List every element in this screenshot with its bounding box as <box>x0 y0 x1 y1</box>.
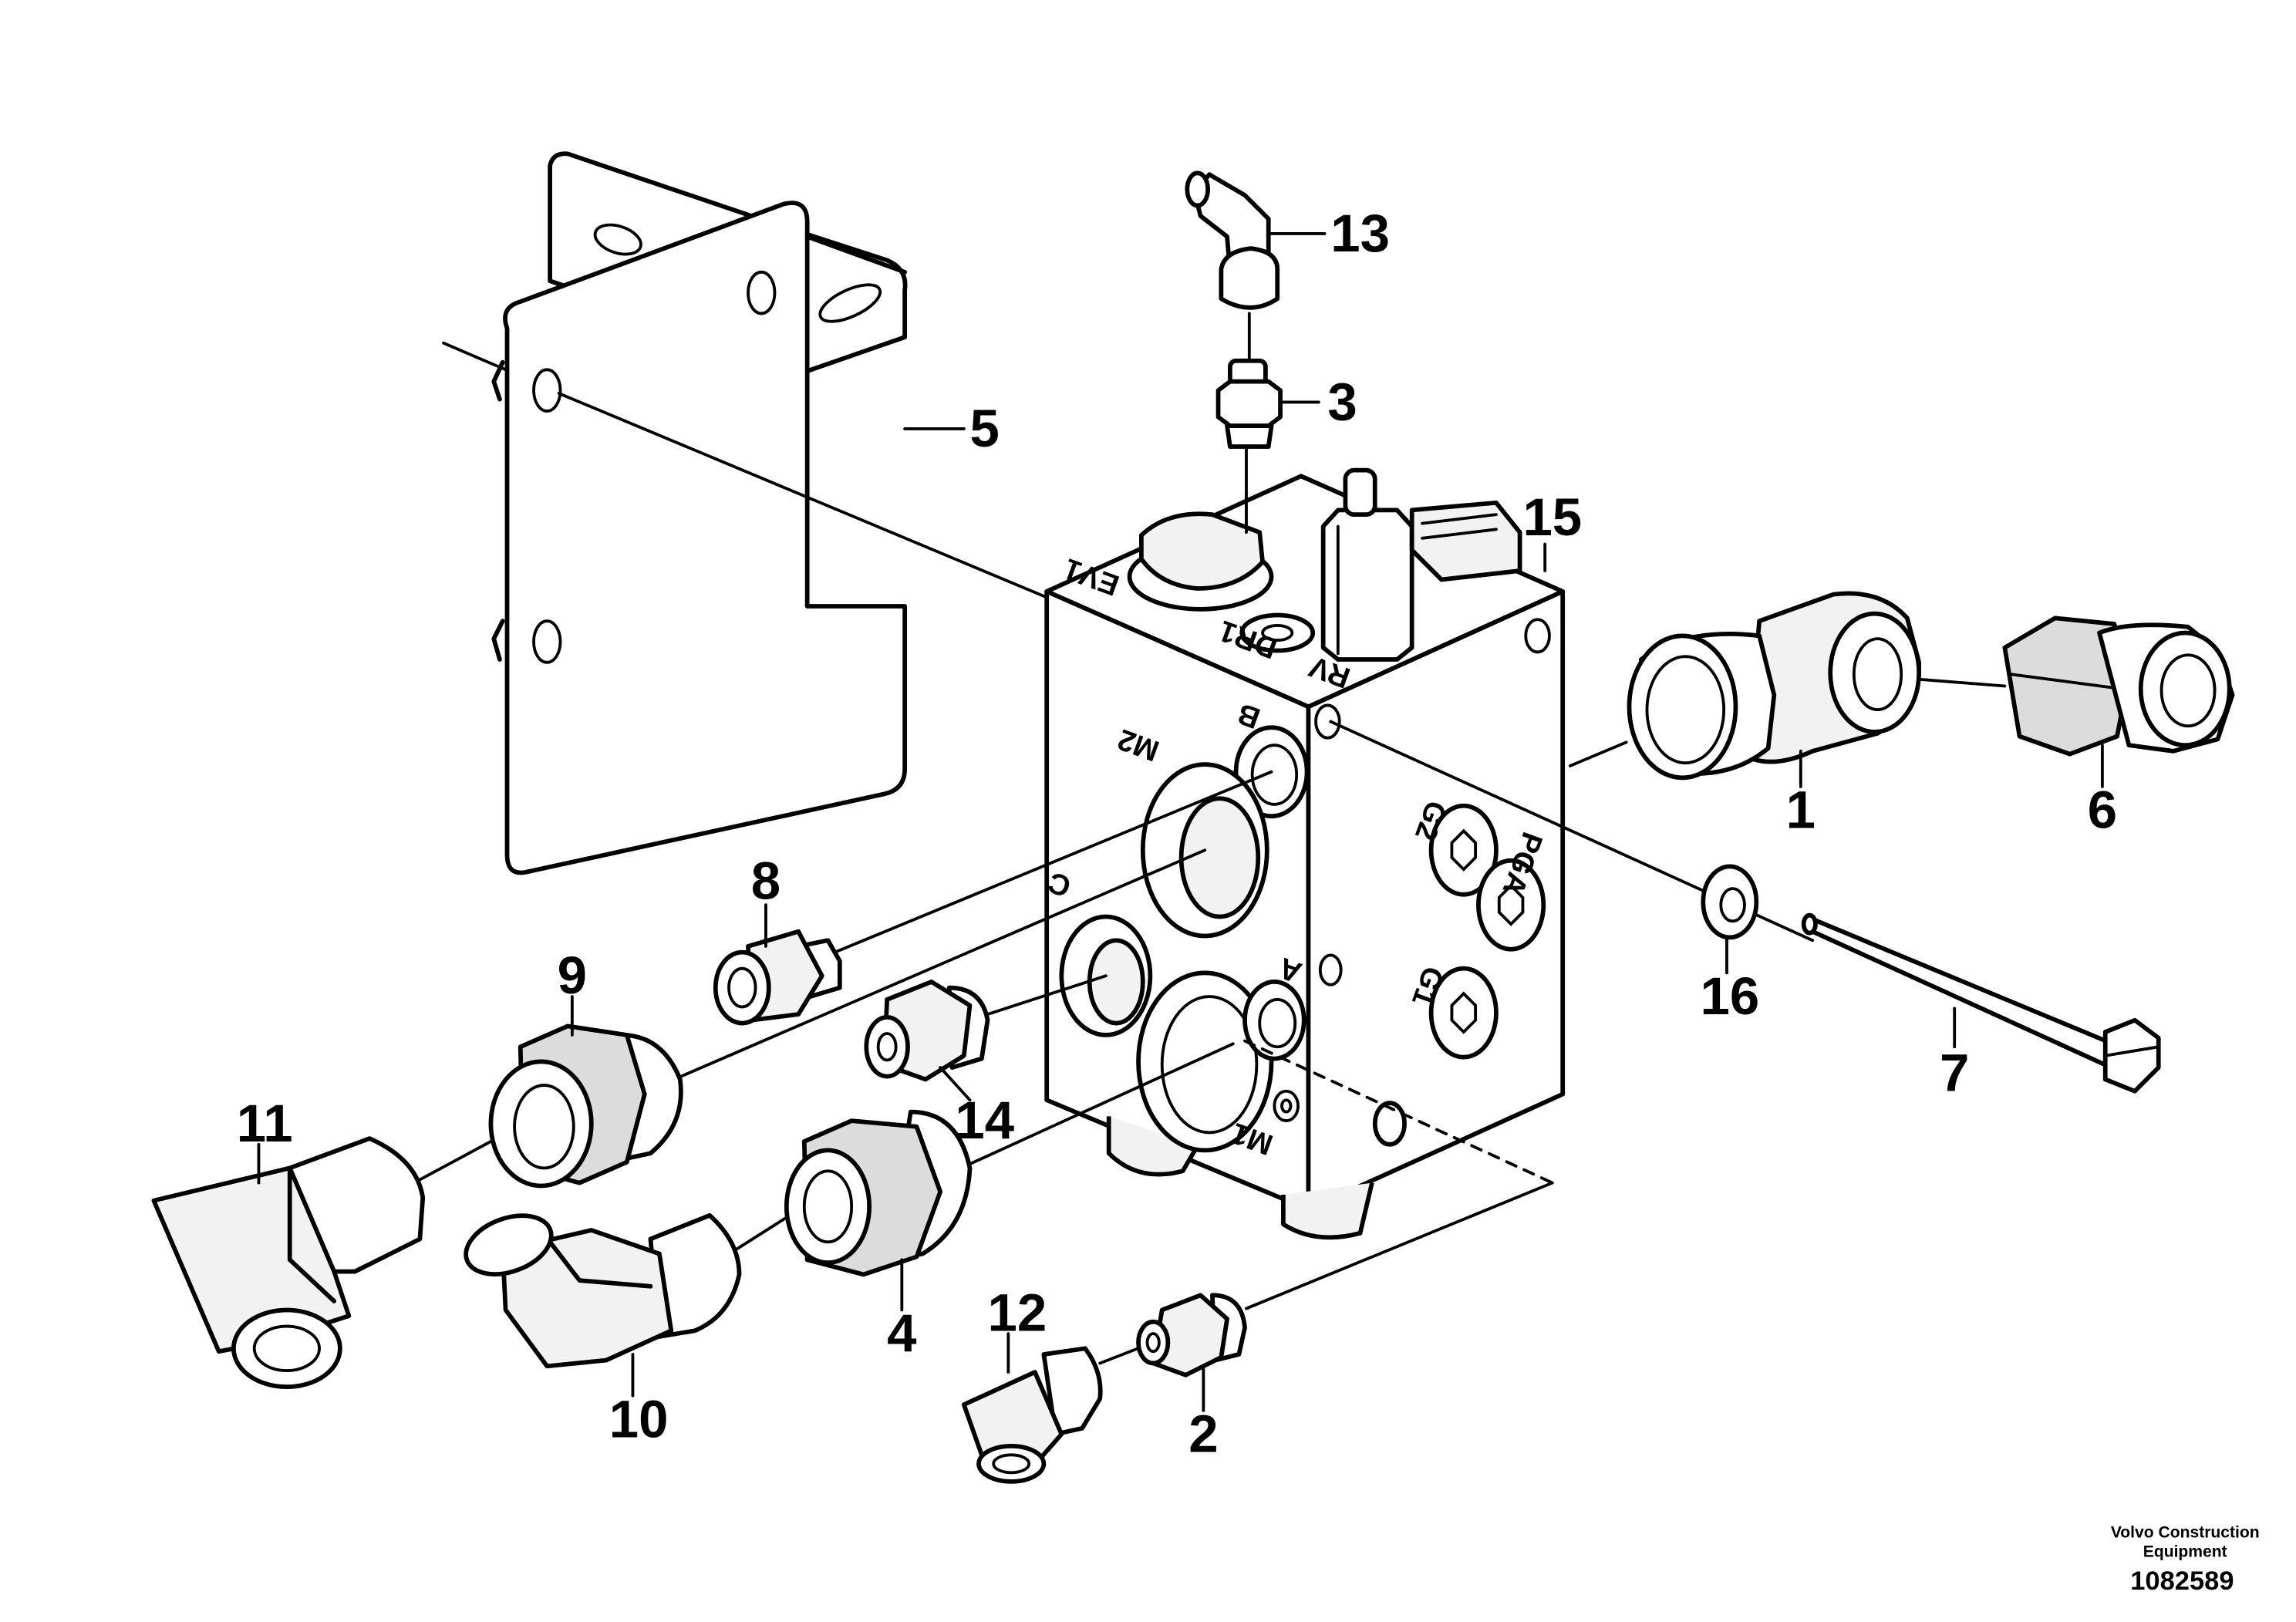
adapter-fitting-9 <box>488 1023 683 1189</box>
part-label-10: 10 <box>609 1389 669 1448</box>
part-label-8: 8 <box>751 851 781 911</box>
adapter-fitting-8 <box>713 929 842 1026</box>
part-label-3: 3 <box>1327 372 1357 431</box>
washer-16 <box>1701 864 1759 940</box>
part-label-4: 4 <box>887 1303 916 1363</box>
part-label-12: 12 <box>988 1283 1047 1342</box>
elbow-fitting-10 <box>464 1212 742 1369</box>
adapter-fitting-4 <box>784 1109 973 1277</box>
swivel-fitting-6 <box>2002 615 2235 757</box>
valve-block <box>1044 467 1566 1240</box>
part-label-15: 15 <box>1522 487 1582 547</box>
part-label-5: 5 <box>970 399 1000 458</box>
credit-line-2: Equipment <box>2143 1543 2227 1561</box>
adapter-fitting-3 <box>1215 358 1283 449</box>
elbow-fitting-11 <box>151 1136 426 1390</box>
part-label-6: 6 <box>2088 781 2117 840</box>
elbow-fitting-13 <box>1185 170 1280 363</box>
part-label-1: 1 <box>1786 781 1816 840</box>
adapter-fitting-2 <box>1136 1293 1247 1378</box>
elbow-fitting-1 <box>1627 591 1922 781</box>
part-label-11: 11 <box>237 1094 293 1153</box>
part-label-16: 16 <box>1700 966 1759 1026</box>
adapter-fitting-14 <box>864 980 990 1082</box>
bolt-7 <box>1801 912 2161 1094</box>
mounting-bracket <box>491 151 908 875</box>
part-label-13: 13 <box>1330 204 1390 263</box>
part-label-7: 7 <box>1940 1044 1969 1103</box>
part-number-labels: 13 3 5 15 1 6 8 9 16 7 14 11 4 12 10 2 <box>237 204 2117 1464</box>
credit-line-1: Volvo Construction <box>2111 1524 2260 1542</box>
leader-lines <box>257 232 2104 1412</box>
figure-credit: Volvo Construction Equipment 1082589 <box>2111 1524 2260 1596</box>
part-label-9: 9 <box>558 946 587 1005</box>
figure-number: 1082589 <box>2130 1566 2234 1596</box>
part-label-14: 14 <box>955 1091 1014 1150</box>
elbow-fitting-12 <box>961 1346 1103 1484</box>
part-label-2: 2 <box>1188 1404 1218 1463</box>
